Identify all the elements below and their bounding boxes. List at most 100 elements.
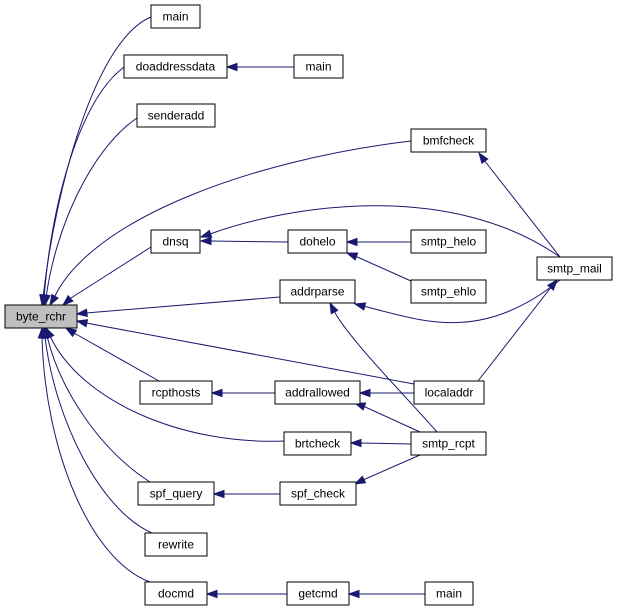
edge-line bbox=[46, 335, 151, 483]
node-box[interactable] bbox=[413, 380, 485, 405]
arrowhead bbox=[353, 302, 367, 311]
edge-smtp_rcpt-to-addrallowed bbox=[353, 402, 421, 433]
edge-line bbox=[362, 279, 561, 324]
node-box[interactable] bbox=[4, 304, 78, 329]
node-box[interactable] bbox=[150, 229, 201, 254]
edge-main_2-to-doaddressdata bbox=[225, 62, 294, 72]
node-box[interactable] bbox=[410, 279, 487, 304]
node-senderadd[interactable]: senderadd bbox=[136, 103, 216, 128]
node-bmfcheck[interactable]: bmfcheck bbox=[410, 128, 487, 153]
node-addrallowed[interactable]: addrallowed bbox=[274, 380, 361, 405]
arrowhead bbox=[358, 388, 371, 398]
node-dnsq[interactable]: dnsq bbox=[150, 229, 201, 254]
node-label: addrallowed bbox=[285, 386, 350, 400]
edge-layer bbox=[37, 16, 561, 599]
node-rcpthosts[interactable]: rcpthosts bbox=[139, 380, 213, 405]
node-box[interactable] bbox=[274, 380, 361, 405]
node-spf-check[interactable]: spf_check bbox=[279, 481, 357, 506]
node-label: main bbox=[436, 587, 462, 601]
edge-line bbox=[359, 442, 412, 445]
arrowhead bbox=[205, 589, 218, 599]
node-label: rewrite bbox=[158, 538, 194, 552]
arrowhead bbox=[478, 151, 489, 165]
node-box[interactable] bbox=[137, 481, 215, 506]
arrowhead bbox=[75, 308, 88, 318]
node-addrparse[interactable]: addrparse bbox=[279, 279, 356, 304]
node-label: doaddressdata bbox=[136, 60, 216, 74]
node-smtp-helo[interactable]: smtp_helo bbox=[410, 229, 487, 254]
arrowhead bbox=[345, 252, 359, 261]
node-label: senderadd bbox=[148, 109, 205, 123]
node-smtp-rcpt[interactable]: smtp_rcpt bbox=[410, 431, 487, 456]
node-label: localaddr bbox=[425, 386, 474, 400]
node-box[interactable] bbox=[279, 481, 357, 506]
edge-line bbox=[49, 335, 285, 442]
node-box[interactable] bbox=[139, 380, 213, 405]
edge-localaddr-to-addrallowed bbox=[358, 388, 414, 398]
edge-line bbox=[70, 246, 152, 299]
arrowhead bbox=[546, 278, 558, 291]
arrowhead bbox=[64, 327, 78, 338]
node-brtcheck[interactable]: brtcheck bbox=[283, 431, 352, 456]
node-box[interactable] bbox=[144, 581, 208, 606]
node-box[interactable] bbox=[150, 4, 201, 29]
node-rewrite[interactable]: rewrite bbox=[144, 532, 208, 557]
edge-smtp_helo-to-dohelo bbox=[345, 237, 411, 247]
edge-senderadd-to-byte_rchr bbox=[42, 117, 138, 307]
edge-docmd-to-byte_rchr bbox=[37, 326, 151, 583]
node-label: main bbox=[305, 60, 331, 74]
arrowhead bbox=[49, 293, 59, 307]
edge-line bbox=[483, 159, 561, 258]
edge-line bbox=[85, 322, 415, 385]
node-doaddressdata[interactable]: doaddressdata bbox=[123, 54, 228, 79]
node-docmd[interactable]: docmd bbox=[144, 581, 208, 606]
node-getcmd[interactable]: getcmd bbox=[286, 581, 350, 606]
node-label: byte_rchr bbox=[16, 310, 66, 324]
node-box[interactable] bbox=[144, 532, 208, 557]
node-box[interactable] bbox=[410, 431, 487, 456]
node-dohelo[interactable]: dohelo bbox=[287, 229, 348, 254]
node-box[interactable] bbox=[136, 103, 216, 128]
node-byte-rchr[interactable]: byte_rchr bbox=[4, 304, 78, 329]
arrowhead bbox=[75, 319, 89, 328]
node-box[interactable] bbox=[283, 431, 352, 456]
node-label: bmfcheck bbox=[423, 134, 475, 148]
node-box[interactable] bbox=[286, 581, 350, 606]
node-box[interactable] bbox=[410, 229, 487, 254]
node-label: main bbox=[162, 10, 188, 24]
arrowhead bbox=[212, 489, 225, 499]
edge-line bbox=[209, 205, 561, 258]
edge-addrparse-to-byte_rchr bbox=[75, 296, 281, 318]
node-box[interactable] bbox=[424, 581, 474, 606]
node-box[interactable] bbox=[536, 256, 613, 281]
node-label: smtp_helo bbox=[421, 235, 477, 249]
arrowhead bbox=[199, 229, 213, 238]
node-main-2[interactable]: main bbox=[293, 54, 344, 79]
node-box[interactable] bbox=[293, 54, 344, 79]
edge-smtp_rcpt-to-addrparse bbox=[329, 301, 438, 433]
node-label: rcpthosts bbox=[152, 386, 201, 400]
node-label: smtp_rcpt bbox=[422, 437, 475, 451]
node-label: smtp_mail bbox=[547, 262, 602, 276]
node-box[interactable] bbox=[123, 54, 228, 79]
node-label: dohelo bbox=[299, 235, 335, 249]
edge-localaddr-to-byte_rchr bbox=[75, 319, 415, 385]
arrowhead bbox=[225, 62, 238, 72]
node-smtp-mail[interactable]: smtp_mail bbox=[536, 256, 613, 281]
node-localaddr[interactable]: localaddr bbox=[413, 380, 485, 405]
node-box[interactable] bbox=[287, 229, 348, 254]
node-box[interactable] bbox=[410, 128, 487, 153]
node-smtp-ehlo[interactable]: smtp_ehlo bbox=[410, 279, 487, 304]
edge-smtp_rcpt-to-brtcheck bbox=[349, 438, 412, 448]
edge-line bbox=[43, 66, 125, 299]
edge-line bbox=[209, 240, 289, 243]
node-main-1[interactable]: main bbox=[150, 4, 201, 29]
node-label: addrparse bbox=[290, 285, 344, 299]
node-box[interactable] bbox=[279, 279, 356, 304]
arrowhead bbox=[329, 301, 339, 315]
node-spf-query[interactable]: spf_query bbox=[137, 481, 215, 506]
node-label: getcmd bbox=[298, 587, 337, 601]
node-main-3[interactable]: main bbox=[424, 581, 474, 606]
node-label: docmd bbox=[158, 587, 194, 601]
